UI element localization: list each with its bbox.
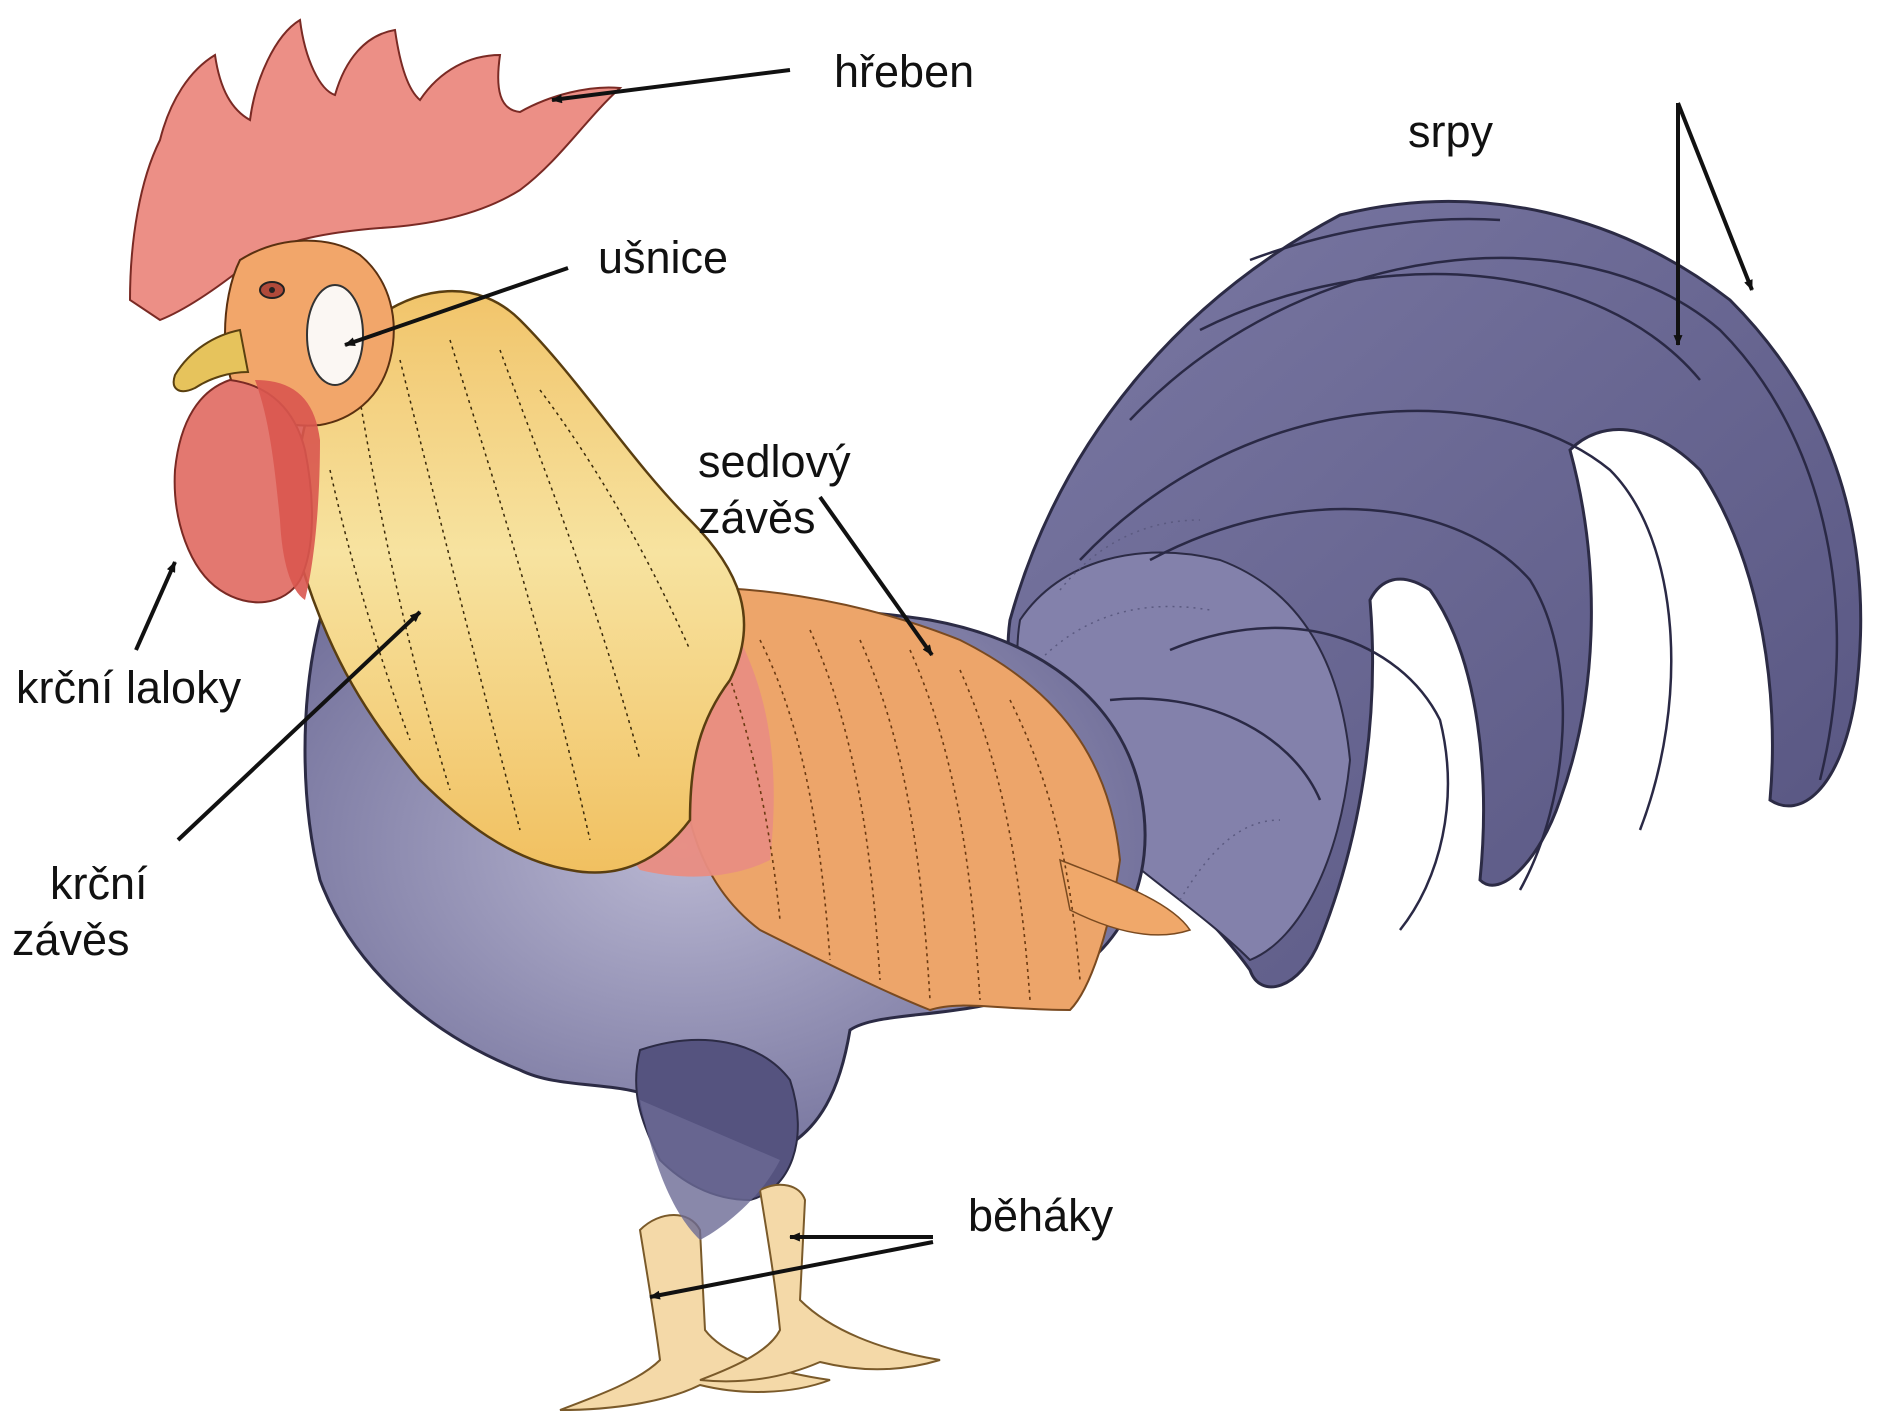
arrow-sickles-2 <box>1678 103 1752 290</box>
label-wattles: krční laloky <box>16 660 241 716</box>
earlobe-shape <box>307 285 363 385</box>
label-shanks: běháky <box>968 1188 1113 1244</box>
arrow-wattles <box>136 562 175 650</box>
label-earlobe: ušnice <box>598 230 728 286</box>
label-comb: hřeben <box>834 44 974 100</box>
label-saddle: sedlový závěs <box>698 434 851 546</box>
label-sickles: srpy <box>1408 104 1493 160</box>
legs <box>560 1040 940 1410</box>
label-hackle: krční závěs <box>12 856 148 968</box>
arrow-comb <box>552 70 790 100</box>
